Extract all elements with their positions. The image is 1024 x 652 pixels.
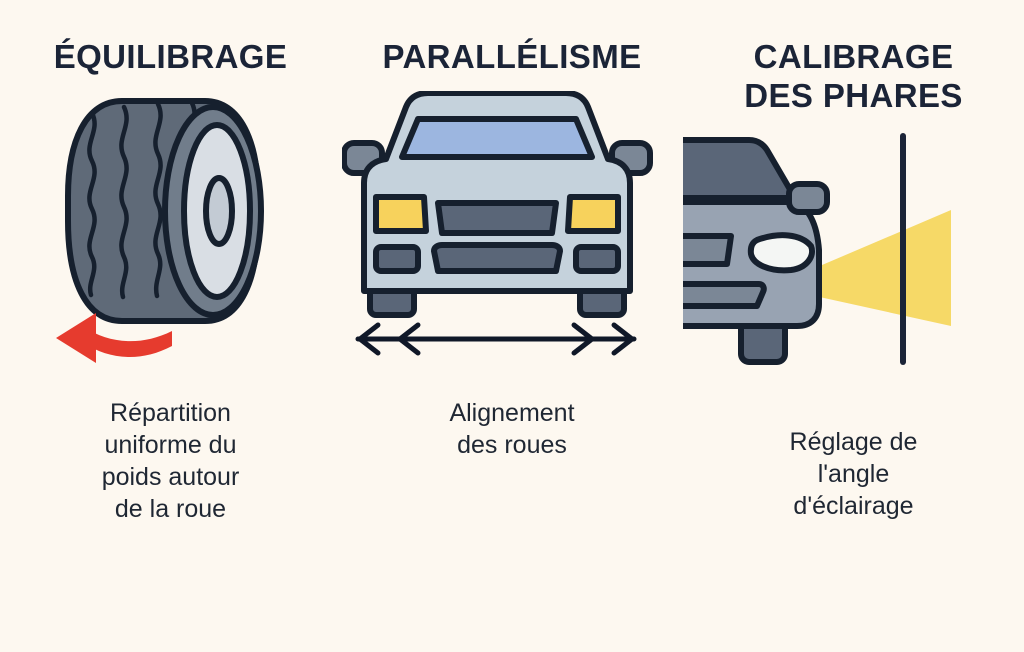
grille-slot-lower	[683, 280, 767, 309]
air-intake-left	[372, 243, 421, 274]
car-front-icon	[341, 90, 653, 356]
tire-hub	[203, 174, 235, 247]
illustration-car-front	[341, 90, 683, 391]
caption-equilibrage: Répartition uniforme du poids autour de …	[101, 398, 240, 523]
air-intake-center	[430, 241, 563, 274]
double-arrow-icon	[355, 322, 636, 356]
caption-calibrage-des-phares: Réglage de l'angle d'éclairage	[789, 427, 918, 520]
tire-icon	[56, 97, 264, 363]
illustration-headlight-beam	[683, 128, 1024, 390]
car-roof	[683, 136, 798, 201]
column-parallelisme: PARALLÉLISME	[341, 0, 683, 652]
column-calibrage-des-phares: CALIBRAGE DES PHARES	[683, 0, 1024, 652]
air-intake-right	[572, 243, 621, 274]
headlight-lens	[747, 232, 815, 274]
caption-parallelisme: Alignement des roues	[449, 398, 575, 459]
heading-equilibrage: ÉQUILIBRAGE	[53, 38, 288, 75]
grille-upper	[434, 199, 559, 236]
headlight-left	[372, 193, 429, 234]
heading-parallelisme: PARALLÉLISME	[382, 38, 642, 75]
heading-calibrage-des-phares: CALIBRAGE DES PHARES	[744, 38, 963, 114]
headlight-beam-icon	[815, 209, 951, 326]
mirror-side	[786, 180, 830, 215]
windshield	[398, 115, 595, 160]
column-equilibrage: ÉQUILIBRAGE	[0, 0, 341, 652]
grille-slot-upper	[683, 232, 734, 267]
rotation-arrow-icon	[56, 312, 172, 363]
car-headlight-beam-icon	[683, 132, 951, 365]
headlight-right	[564, 193, 621, 234]
illustration-tire	[0, 91, 341, 391]
